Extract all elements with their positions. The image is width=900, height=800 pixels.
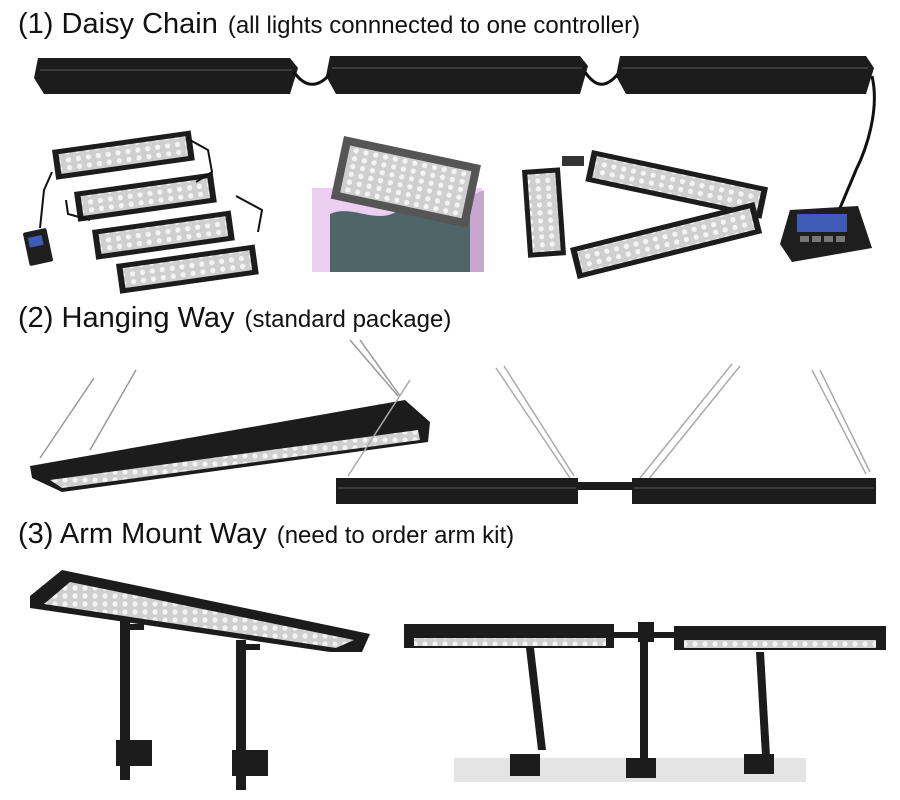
arm-mount-illustration	[30, 570, 886, 790]
hanging-way-illustration	[30, 339, 876, 504]
mount-arm	[232, 640, 268, 790]
arm-mount-pair	[404, 622, 886, 782]
daisy-chain-illustration	[23, 56, 876, 294]
mini-controller-icon	[23, 228, 53, 266]
daisy-chain-fixtures	[34, 56, 876, 209]
mount-arm	[626, 640, 656, 778]
triangle-fixtures	[522, 150, 769, 280]
section-label: (2) Hanging Way	[18, 302, 235, 334]
hanging-fixture-single	[30, 339, 430, 492]
fixture-bar	[616, 56, 874, 94]
arm-mount-single	[30, 570, 370, 790]
fixture-bar	[34, 58, 298, 94]
fixture-bar	[326, 56, 588, 94]
section-title-daisy-chain: (1) Daisy Chain (all lights connnected to…	[18, 8, 640, 41]
section-label: (3) Arm Mount Way	[18, 518, 267, 550]
mount-arm	[116, 620, 152, 780]
section-label: (1) Daisy Chain	[18, 8, 218, 40]
section-title-arm-mount-way: (3) Arm Mount Way (need to order arm kit)	[18, 518, 514, 551]
hanging-fixture-pair	[336, 363, 876, 504]
section-title-hanging-way: (2) Hanging Way (standard package)	[18, 302, 451, 335]
section-note: (all lights connnected to one controller…	[227, 12, 641, 39]
section-note: (need to order arm kit)	[276, 522, 515, 549]
mount-arm	[510, 648, 546, 776]
controller-cable	[838, 75, 876, 209]
controller-icon	[780, 206, 872, 262]
stacked-fixtures	[39, 130, 264, 294]
aquarium-tank-icon	[312, 136, 484, 272]
link-cable	[583, 71, 620, 86]
mount-arm	[744, 652, 774, 774]
link-cable	[292, 71, 332, 86]
section-note: (standard package)	[244, 306, 452, 333]
